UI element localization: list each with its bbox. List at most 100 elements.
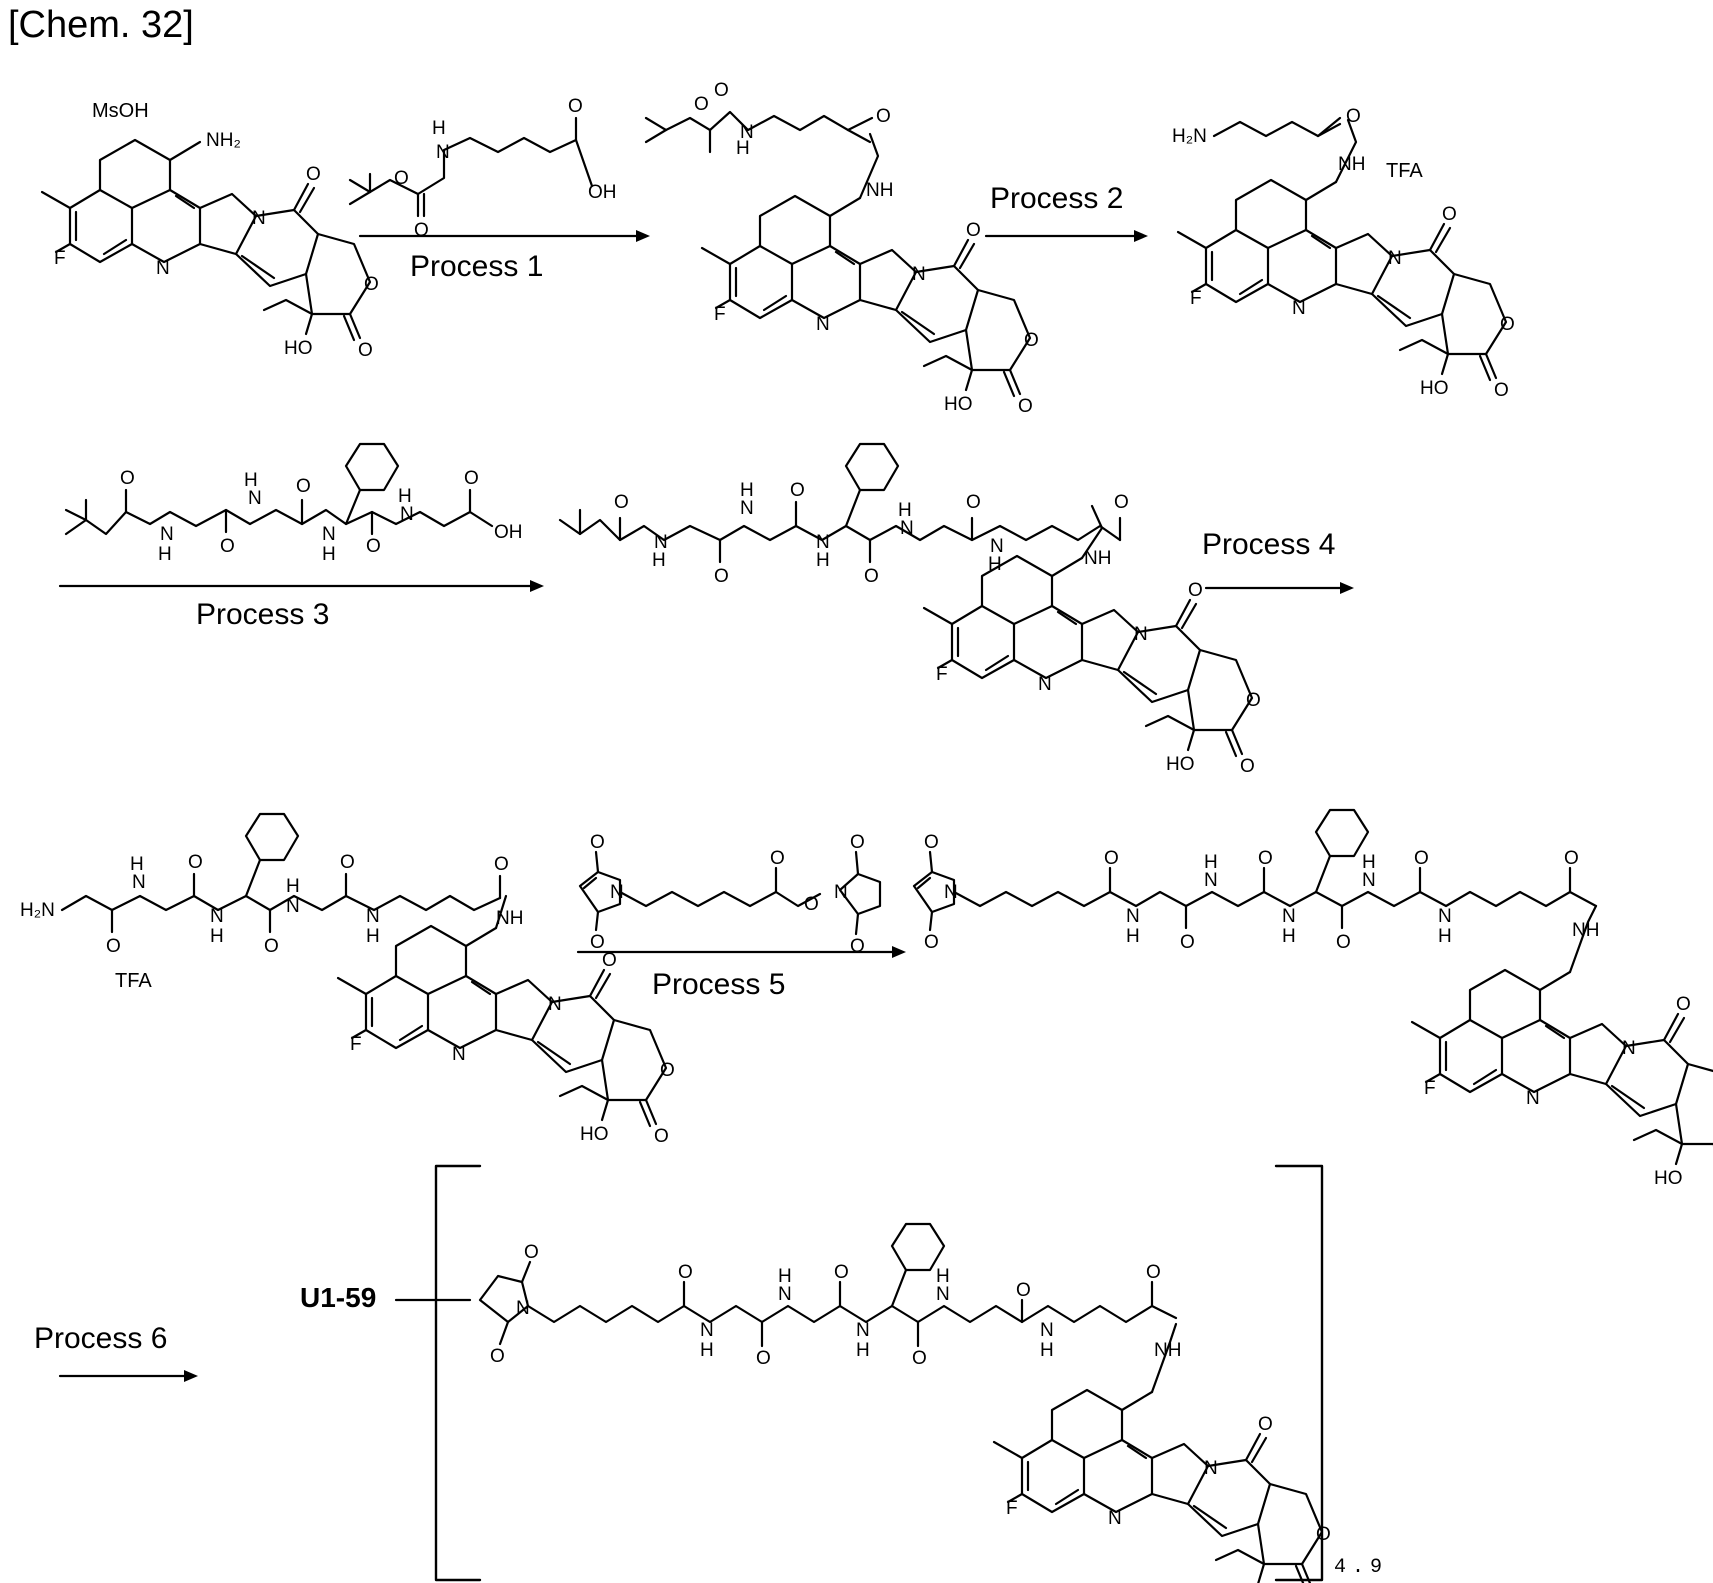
svg-text:N: N xyxy=(778,1284,792,1305)
svg-text:N: N xyxy=(740,122,754,143)
svg-text:O: O xyxy=(494,854,509,875)
svg-text:H: H xyxy=(432,118,446,139)
svg-text:N: N xyxy=(1282,906,1296,927)
svg-text:H: H xyxy=(898,500,912,521)
svg-text:H: H xyxy=(1126,926,1140,947)
product-chain-structure: O O N O N H O N H O N H O N H O N H O xyxy=(480,1224,1176,1369)
svg-text:O: O xyxy=(568,96,583,117)
intermediate-3-chain-structure: O N H O N H O N H O N H O N H O xyxy=(560,444,1129,587)
svg-text:N: N xyxy=(436,142,450,163)
intermediate-2-structure: NH xyxy=(1178,120,1515,401)
svg-text:O: O xyxy=(464,468,479,489)
svg-text:O: O xyxy=(414,220,429,241)
intermediate-5-structure: NH xyxy=(1412,906,1713,1191)
svg-text:O: O xyxy=(490,1346,505,1367)
svg-text:N: N xyxy=(834,882,848,903)
svg-text:H: H xyxy=(158,544,172,565)
svg-text:N: N xyxy=(132,872,146,893)
svg-text:N: N xyxy=(400,504,414,525)
intermediate-4-structure: NH xyxy=(338,896,675,1147)
svg-text:O: O xyxy=(912,1348,927,1369)
svg-text:H: H xyxy=(988,554,1002,575)
svg-text:H: H xyxy=(700,1340,714,1361)
svg-text:H: H xyxy=(816,550,830,571)
svg-text:O: O xyxy=(850,936,865,957)
svg-text:O: O xyxy=(770,848,785,869)
svg-text:O: O xyxy=(714,80,729,101)
svg-text:N: N xyxy=(700,1320,714,1341)
svg-text:N: N xyxy=(1362,870,1376,891)
svg-text:N: N xyxy=(936,1284,950,1305)
svg-text:NH₂: NH₂ xyxy=(206,130,241,151)
svg-text:H: H xyxy=(130,854,144,875)
svg-text:O: O xyxy=(264,936,279,957)
svg-text:N: N xyxy=(610,882,624,903)
svg-text:O: O xyxy=(340,852,355,873)
svg-text:O: O xyxy=(756,1348,771,1369)
svg-text:H: H xyxy=(652,550,666,571)
svg-text:H: H xyxy=(322,544,336,565)
svg-text:N: N xyxy=(160,524,174,545)
svg-text:O: O xyxy=(220,536,235,557)
svg-text:O: O xyxy=(120,468,135,489)
svg-text:H: H xyxy=(1204,852,1218,873)
svg-text:O: O xyxy=(1180,932,1195,953)
svg-text:O: O xyxy=(694,94,709,115)
product-structure: NH xyxy=(994,1324,1331,1583)
svg-text:O: O xyxy=(1114,492,1129,513)
process-3-reagent-structure: O N H O N H O N H O N H O OH xyxy=(66,444,523,565)
svg-text:N: N xyxy=(1126,906,1140,927)
svg-text:O: O xyxy=(106,936,121,957)
svg-text:N: N xyxy=(740,498,754,519)
process-1-reagent-structure: O O N H O OH xyxy=(350,96,617,241)
svg-text:H: H xyxy=(778,1266,792,1287)
svg-text:O: O xyxy=(714,566,729,587)
svg-text:N: N xyxy=(856,1320,870,1341)
svg-text:H: H xyxy=(1362,852,1376,873)
svg-text:H: H xyxy=(286,876,300,897)
svg-text:H₂N: H₂N xyxy=(20,900,55,921)
svg-text:O: O xyxy=(296,476,311,497)
svg-text:NH: NH xyxy=(866,180,893,201)
intermediate-4-chain-structure: H₂N O N H O N H O N H O N H O xyxy=(20,814,509,957)
svg-text:H: H xyxy=(1438,926,1452,947)
svg-text:O: O xyxy=(966,492,981,513)
svg-text:N: N xyxy=(248,488,262,509)
intermediate-2-chain-structure: H₂N O xyxy=(1172,106,1361,147)
svg-text:H: H xyxy=(1282,926,1296,947)
intermediate-5-chain-structure: O O N O N H N H O O N H O N H O N H O xyxy=(914,810,1596,953)
intermediate-1-chain-structure: O O H N O xyxy=(646,80,891,159)
svg-text:N: N xyxy=(286,896,300,917)
svg-text:O: O xyxy=(394,168,409,189)
svg-text:O: O xyxy=(804,894,819,915)
svg-text:H: H xyxy=(210,926,224,947)
svg-text:O: O xyxy=(366,536,381,557)
svg-text:O: O xyxy=(1336,932,1351,953)
svg-text:O: O xyxy=(1346,106,1361,127)
svg-text:N: N xyxy=(1204,870,1218,891)
svg-text:O: O xyxy=(188,852,203,873)
svg-text:O: O xyxy=(1016,1280,1031,1301)
svg-text:H: H xyxy=(856,1340,870,1361)
svg-text:O: O xyxy=(614,492,629,513)
svg-text:O: O xyxy=(924,932,939,953)
svg-text:N: N xyxy=(516,1298,530,1319)
svg-text:O: O xyxy=(524,1242,539,1263)
svg-text:O: O xyxy=(1258,848,1273,869)
svg-text:O: O xyxy=(790,480,805,501)
svg-text:O: O xyxy=(1146,1262,1161,1283)
svg-text:NH: NH xyxy=(1084,548,1111,569)
svg-text:N: N xyxy=(322,524,336,545)
intermediate-3-structure: NH xyxy=(924,506,1261,777)
svg-text:H: H xyxy=(244,470,258,491)
svg-text:H: H xyxy=(936,1266,950,1287)
svg-text:OH: OH xyxy=(494,522,523,543)
process-5-reagent-structure: O O N O O N O O xyxy=(580,832,880,957)
svg-text:N: N xyxy=(944,882,958,903)
svg-text:N: N xyxy=(1438,906,1452,927)
svg-text:O: O xyxy=(1564,848,1579,869)
svg-text:O: O xyxy=(678,1262,693,1283)
svg-text:H: H xyxy=(398,486,412,507)
svg-text:H: H xyxy=(366,926,380,947)
svg-text:O: O xyxy=(590,832,605,853)
